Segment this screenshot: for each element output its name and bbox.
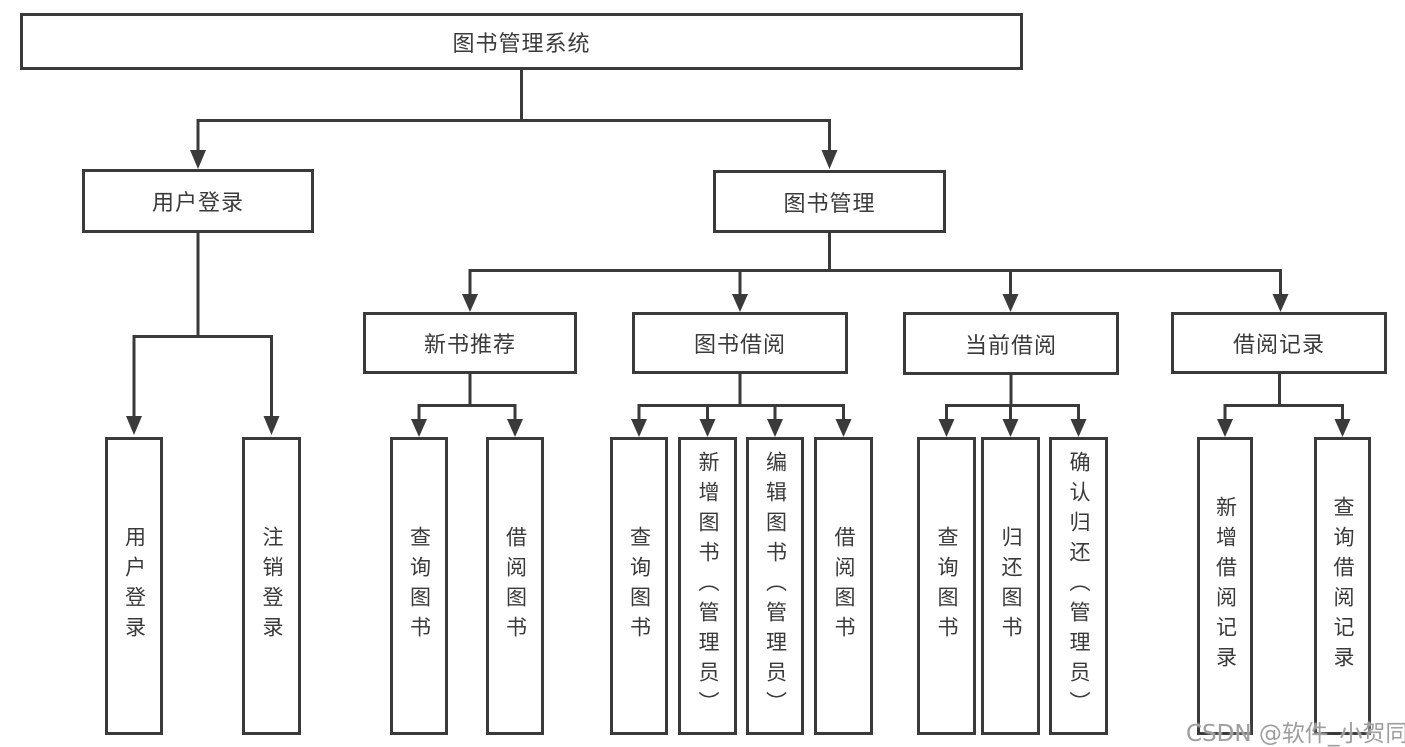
node-book-borrowing: 图书借阅	[632, 312, 848, 374]
leaf-current-query-books: 查询图书	[917, 437, 976, 735]
connector-borrowing-records-to-leaves	[1217, 374, 1351, 437]
arrowhead	[835, 419, 852, 437]
node-user-login: 用户登录	[82, 169, 314, 233]
arrowhead	[263, 416, 280, 435]
node-label: 借阅图书	[503, 526, 528, 646]
node-label: 新增借阅记录	[1213, 496, 1238, 676]
csdn-watermark: CSDN @软件_小贺同学	[1186, 721, 1405, 747]
node-label: 用户登录	[122, 526, 147, 646]
node-label: 新增图书（管理员）	[696, 451, 721, 721]
arrowhead	[631, 419, 647, 437]
arrowhead	[1070, 419, 1087, 437]
leaf-newbook-borrow-books: 借阅图书	[486, 437, 544, 735]
node-book-management: 图书管理	[713, 170, 946, 233]
node-label: 归还图书	[999, 526, 1024, 646]
arrowhead	[190, 150, 206, 169]
node-new-book-recommend: 新书推荐	[363, 312, 577, 374]
arrowhead	[821, 150, 838, 169]
node-label: 编辑图书（管理员）	[763, 451, 788, 721]
leaf-borrowing-borrow-books: 借阅图书	[814, 437, 873, 735]
leaf-current-confirm-return-admin: 确认归还（管理员）	[1049, 437, 1108, 735]
connector-user-login-to-leaves	[126, 233, 280, 435]
arrowhead	[411, 419, 427, 437]
arrowhead	[1217, 419, 1233, 437]
node-label: 新书推荐	[423, 333, 516, 358]
node-label: 用户登录	[151, 191, 244, 216]
arrowhead	[126, 416, 142, 435]
arrowhead	[732, 294, 748, 312]
connector-root-to-level2	[190, 70, 838, 169]
leaf-newbook-query-books: 查询图书	[390, 437, 448, 735]
connector-new-book-recommend-to-leaves	[411, 374, 523, 437]
arrowhead	[507, 419, 523, 437]
node-label: 当前借阅	[964, 333, 1057, 359]
leaf-logout: 注销登录	[242, 437, 301, 735]
arrowhead	[767, 419, 783, 437]
node-label: 借阅图书	[832, 526, 857, 646]
node-current-borrowing: 当前借阅	[903, 312, 1119, 375]
node-label: 图书管理系统	[452, 31, 591, 57]
leaf-records-query-record: 查询借阅记录	[1314, 437, 1371, 735]
leaf-user-login: 用户登录	[105, 437, 163, 735]
leaf-borrowing-edit-books-admin: 编辑图书（管理员）	[746, 437, 804, 735]
node-root-library-management-system: 图书管理系统	[20, 13, 1023, 70]
arrowhead	[938, 419, 955, 437]
connector-current-borrowing-to-leaves	[938, 374, 1087, 437]
arrowhead	[462, 294, 478, 312]
connector-book-management-to-level3	[462, 233, 1289, 312]
arrowhead	[1002, 294, 1019, 312]
node-label: 查询图书	[627, 526, 652, 646]
arrowhead	[1334, 419, 1351, 437]
connector-book-borrowing-to-leaves	[631, 374, 852, 437]
arrowhead	[1002, 419, 1019, 437]
node-label: 借阅记录	[1232, 333, 1325, 358]
node-label: 注销登录	[260, 526, 285, 646]
arrowhead	[699, 419, 716, 437]
node-label: 查询借阅记录	[1331, 496, 1356, 676]
arrowhead	[1272, 294, 1289, 312]
node-label: 图书借阅	[693, 333, 786, 358]
node-label: 确认归还（管理员）	[1067, 451, 1092, 721]
leaf-borrowing-add-books-admin: 新增图书（管理员）	[678, 437, 737, 735]
node-label: 查询图书	[935, 526, 960, 646]
leaf-current-return-books: 归还图书	[981, 437, 1040, 735]
leaf-records-add-record: 新增借阅记录	[1197, 437, 1253, 735]
node-label: 查询图书	[407, 526, 432, 646]
leaf-borrowing-query-books: 查询图书	[610, 437, 668, 735]
node-label: 图书管理	[783, 191, 876, 217]
node-borrowing-records: 借阅记录	[1171, 312, 1387, 374]
